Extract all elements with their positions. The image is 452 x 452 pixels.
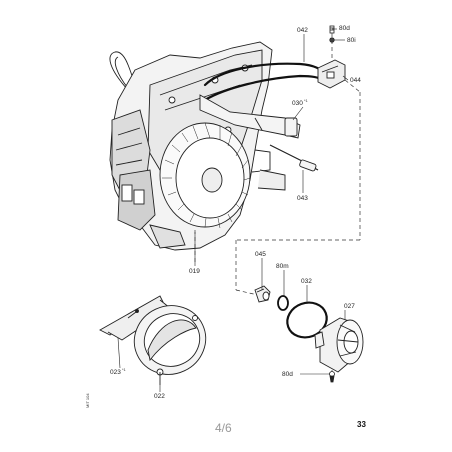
- label-027: 027: [344, 303, 355, 310]
- page-fraction: 4/6: [215, 421, 232, 435]
- ignition-electrode-holder: [199, 94, 319, 172]
- screw-80d-bottom: [329, 371, 335, 383]
- part-labels: 042 80d 80i 044 030 *1 043 019 045 80m 0…: [110, 25, 361, 400]
- label-045: 045: [255, 251, 266, 258]
- label-023: 023: [110, 369, 121, 376]
- label-030: 030: [292, 100, 303, 107]
- label-032: 032: [301, 278, 312, 285]
- label-042: 042: [297, 27, 308, 34]
- label-80d-bottom: 80d: [282, 371, 293, 378]
- label-044: 044: [350, 77, 361, 84]
- o-ring-80m: [277, 295, 289, 311]
- label-022: 022: [154, 393, 165, 400]
- label-043: 043: [297, 195, 308, 202]
- page-number: 33: [357, 420, 366, 429]
- label-80i: 80i: [347, 37, 356, 44]
- o-ring-032: [286, 301, 328, 339]
- blower-wheel: [159, 122, 251, 229]
- air-damper-022: [133, 305, 207, 385]
- leader-lines: [117, 28, 349, 392]
- label-019: 019: [189, 268, 200, 275]
- label-030-mark: *1: [304, 98, 309, 103]
- label-80m: 80m: [276, 263, 289, 270]
- label-80d-top: 80d: [339, 25, 350, 32]
- connector-bracket: [317, 59, 346, 89]
- oil-fitting-045: [254, 285, 271, 303]
- side-code: MIT 104: [85, 393, 90, 408]
- label-023-mark: *1: [122, 367, 127, 372]
- nozzle-head-027: [314, 317, 364, 373]
